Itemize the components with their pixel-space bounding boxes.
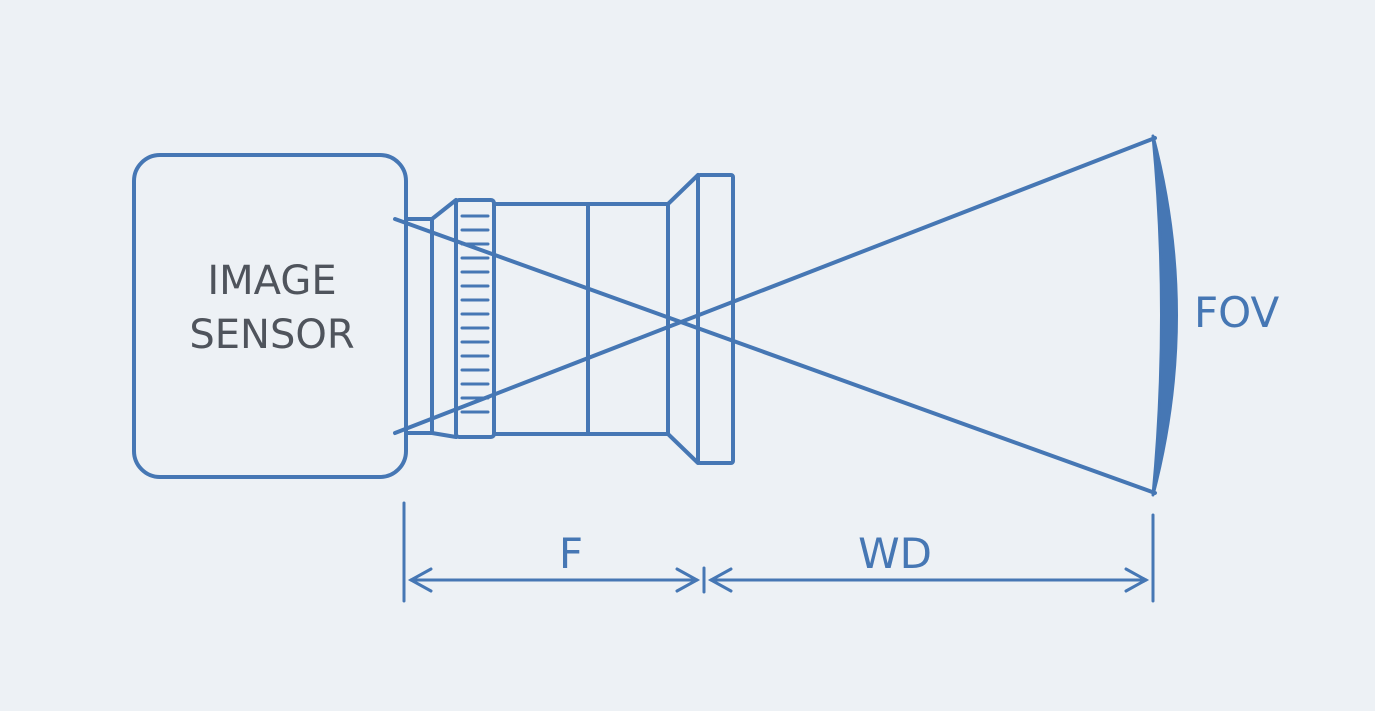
focal-length-arrow-left — [407, 567, 433, 593]
light-rays — [393, 136, 1157, 495]
image-sensor-label-line1: IMAGE — [207, 258, 336, 304]
focal-length-arrow-right — [675, 567, 701, 593]
ray-top-to-bottom — [393, 217, 1157, 495]
focus-ring-ridges — [460, 214, 490, 414]
image-sensor-label-line2: SENSOR — [189, 312, 354, 358]
focal-length-label: F — [559, 529, 583, 578]
working-distance-label: WD — [858, 529, 932, 578]
lens-barrel — [492, 202, 670, 436]
image-sensor: IMAGE SENSOR — [132, 153, 408, 479]
working-distance-arrow-right — [1124, 567, 1150, 593]
ray-bottom-to-top — [393, 136, 1157, 435]
dimension-lines: F WD — [402, 501, 1155, 603]
fov-label: FOV — [1194, 288, 1279, 337]
field-of-view-arc — [1151, 134, 1178, 497]
lens-front-element — [696, 173, 735, 465]
mount-taper-bottom — [430, 431, 458, 439]
lens-mount — [404, 217, 434, 435]
working-distance-arrow-left — [707, 567, 733, 593]
mount-taper-top — [430, 198, 458, 221]
